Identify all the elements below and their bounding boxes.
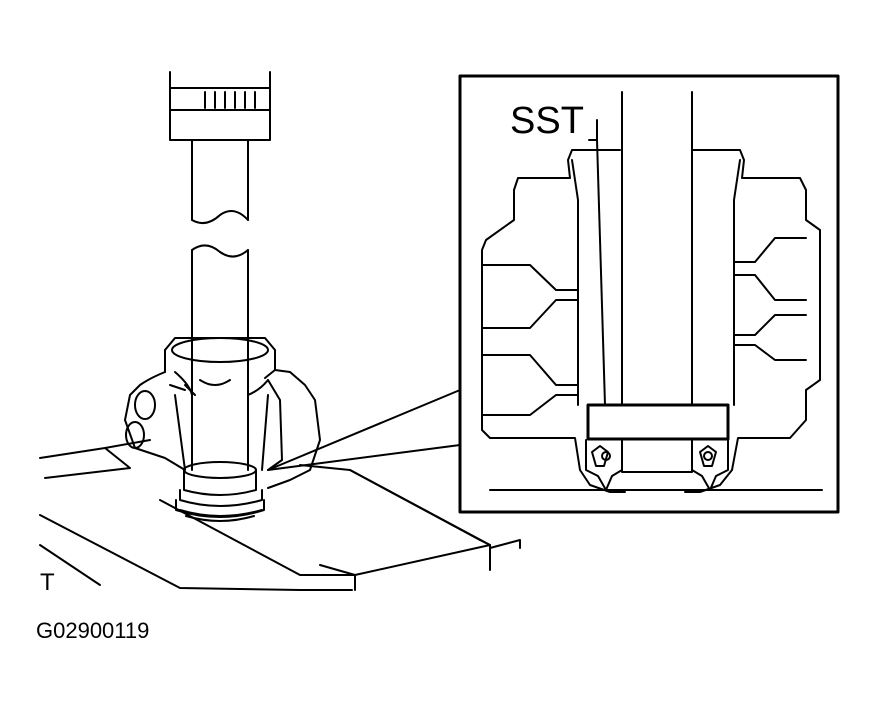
- detail-frame: [458, 74, 840, 514]
- sst-label: SST: [510, 100, 584, 142]
- press-bed: [39, 439, 521, 591]
- figure-id-label: G02900119: [36, 618, 149, 643]
- pump-housing: [124, 337, 321, 489]
- detail-leader-lines: [267, 389, 461, 471]
- view-marker-label: T: [40, 569, 55, 596]
- press-shaft: [191, 244, 249, 471]
- press-ram: [169, 71, 271, 225]
- seal-installer: [175, 461, 265, 522]
- detail-cross-section: [481, 91, 823, 493]
